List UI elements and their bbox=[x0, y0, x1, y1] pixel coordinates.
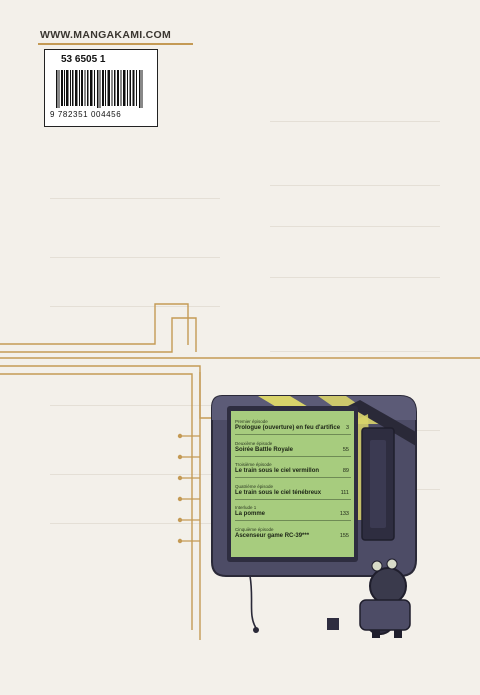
toc-entry-label: Troisième épisode bbox=[235, 462, 272, 467]
header-rule bbox=[38, 43, 193, 45]
toc-entry[interactable]: Deuxième épisode Soirée Battle Royale 55 bbox=[235, 441, 351, 463]
toc-divider bbox=[235, 455, 351, 457]
toc-entry-label: Interlude 1 bbox=[235, 505, 257, 510]
toc-divider bbox=[235, 434, 351, 435]
toc-divider bbox=[235, 520, 351, 521]
cable bbox=[249, 575, 257, 629]
toc-divider bbox=[235, 477, 351, 478]
publisher-url[interactable]: WWW.MANGAKAMI.COM bbox=[40, 29, 172, 41]
barcode-number-bottom: 9 782351 004456 bbox=[50, 110, 122, 119]
toc-entry[interactable]: Troisième épisode Le train sous le ciel … bbox=[235, 462, 351, 484]
barcode-icon bbox=[56, 70, 143, 108]
toc-entry-title: Le train sous le ciel vermillon bbox=[235, 468, 320, 474]
robot-figure bbox=[359, 558, 411, 638]
toc-entry[interactable]: Quatrième épisode Le train sous le ciel … bbox=[235, 484, 351, 506]
toc-entry-page: 89 bbox=[342, 468, 349, 474]
toc-entry-title: Prologue (ouverture) en feu d'artifice bbox=[235, 425, 341, 431]
circuit-lines bbox=[0, 303, 480, 640]
barcode-number-top: 53 6505 1 bbox=[61, 54, 106, 65]
faint-dialogue-left bbox=[50, 150, 220, 530]
barcode-box: 53 6505 1 bbox=[44, 49, 158, 127]
toc-entry-label: Cinquième épisode bbox=[235, 526, 274, 532]
toc-entry-page: 3 bbox=[345, 425, 349, 431]
toc-entry-label: Deuxième épisode bbox=[235, 440, 273, 446]
circuit-connectors bbox=[180, 435, 200, 542]
circuit-nodes bbox=[177, 433, 183, 544]
toc-entry-label: Quatrième épisode bbox=[235, 483, 274, 489]
toc-divider bbox=[235, 498, 351, 500]
toc-entry[interactable]: Interlude 1 La pomme 133 bbox=[235, 505, 351, 527]
toc-entry-label: Premier épisode bbox=[235, 419, 268, 424]
toc-entry-page: 133 bbox=[339, 511, 349, 517]
floor-box bbox=[327, 618, 339, 630]
toc-entry[interactable]: Premier épisode Prologue (ouverture) en … bbox=[235, 419, 351, 441]
table-of-contents: Premier épisode Prologue (ouverture) en … bbox=[235, 419, 351, 548]
toc-screen: Premier épisode Prologue (ouverture) en … bbox=[231, 411, 354, 557]
toc-entry-title: Ascenseur game RC-39*** bbox=[235, 532, 310, 539]
toc-entry-title: Le train sous le ciel ténébreux bbox=[235, 489, 322, 496]
toc-entry-title: Soirée Battle Royale bbox=[235, 446, 294, 453]
toc-entry-page: 111 bbox=[340, 489, 349, 496]
toc-entry-page: 155 bbox=[339, 532, 349, 539]
toc-entry-page: 55 bbox=[342, 446, 349, 453]
toc-entry[interactable]: Cinquième épisode Ascenseur game RC-39**… bbox=[235, 527, 351, 549]
toc-entry-title: La pomme bbox=[235, 511, 266, 517]
